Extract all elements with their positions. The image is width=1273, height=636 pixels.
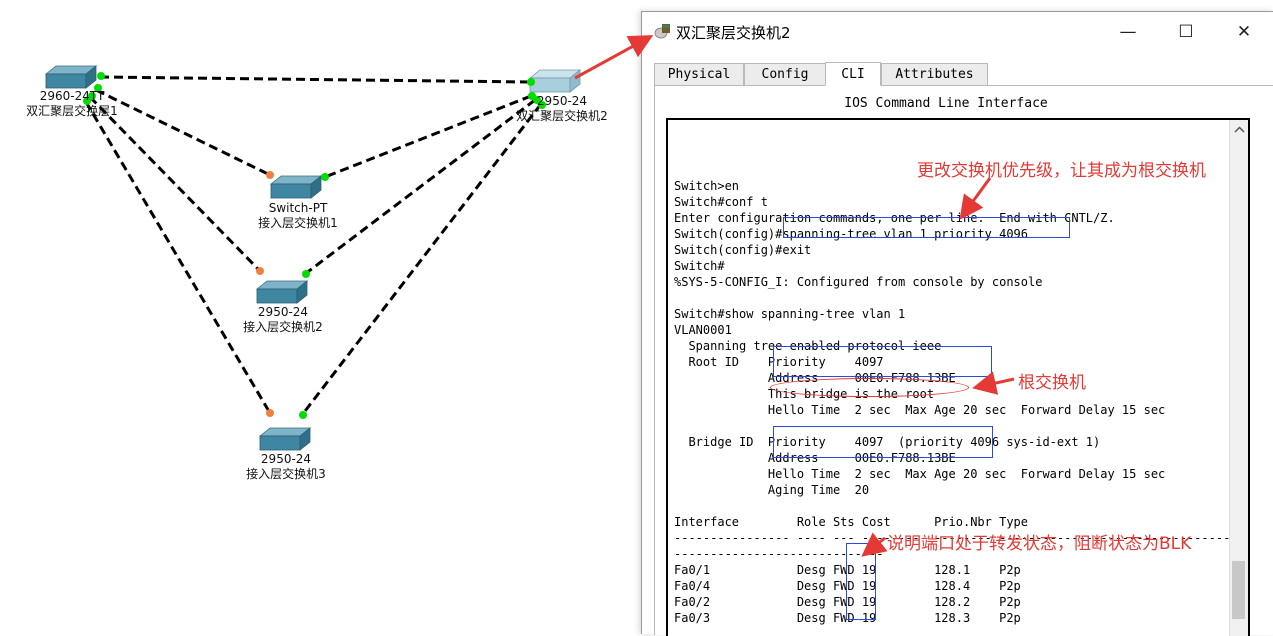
- link-up-dot: [299, 411, 307, 419]
- device-label-access2: 2950-24 接入层交换机2: [231, 305, 335, 335]
- device-model: Switch-PT: [268, 201, 328, 215]
- minimize-button[interactable]: —: [1099, 12, 1157, 52]
- device-label-agg1: 2960-24TT 双汇聚层交换层1: [20, 89, 124, 119]
- switch-icon[interactable]: [269, 175, 323, 199]
- device-name: 双汇聚层交换机2: [516, 109, 608, 123]
- close-icon: ✕: [1236, 22, 1252, 42]
- device-label-access1: Switch-PT 接入层交换机1: [246, 201, 350, 231]
- window-title: 双汇聚层交换机2: [676, 24, 791, 42]
- device-name: 接入层交换机1: [258, 216, 338, 230]
- scroll-thumb[interactable]: [1232, 561, 1245, 619]
- switch-icon[interactable]: [44, 65, 98, 89]
- link-blocking-dot: [266, 409, 274, 417]
- cli-line: Fa0/4 Desg FWD 19 128.4 P2p: [674, 579, 1021, 593]
- cli-line: Root ID Priority 4097: [674, 355, 884, 369]
- highlight-priority-command: [783, 217, 1070, 238]
- device-label-access3: 2950-24 接入层交换机3: [234, 452, 338, 482]
- link-up-dot: [94, 84, 102, 92]
- switch-icon[interactable]: [255, 280, 309, 304]
- switch-icon[interactable]: [528, 69, 582, 93]
- link-up-dot: [83, 97, 91, 105]
- cli-scrollbar[interactable]: [1229, 120, 1248, 636]
- tab-config[interactable]: Config: [744, 63, 826, 86]
- cli-line: Aging Time 20: [674, 483, 870, 497]
- highlight-bridge-id: [773, 426, 993, 458]
- network-topology-canvas[interactable]: [0, 0, 645, 633]
- scroll-up-icon[interactable]: [1230, 120, 1248, 138]
- highlight-root-id: [773, 346, 992, 377]
- device-model: 2950-24: [260, 452, 312, 466]
- minimize-icon: —: [1119, 22, 1137, 42]
- tab-label: CLI: [841, 66, 865, 82]
- link-up-dot: [533, 96, 541, 104]
- tab-label: Config: [761, 67, 809, 82]
- link-up-dot: [538, 101, 546, 109]
- link-blocking-dot: [266, 171, 274, 179]
- maximize-button[interactable]: ☐: [1157, 12, 1215, 52]
- highlight-port-status: [846, 543, 876, 620]
- cli-line: Fa0/1 Desg FWD 19 128.1 P2p: [674, 563, 1021, 577]
- cli-line: [674, 498, 1230, 514]
- cli-line: %SYS-5-CONFIG_I: Configured from console…: [674, 275, 1043, 289]
- window-titlebar[interactable]: 双汇聚层交换机2 — ☐ ✕: [642, 12, 1273, 52]
- link-up-dot: [321, 173, 329, 181]
- cli-line: Hello Time 2 sec Max Age 20 sec Forward …: [674, 403, 1166, 417]
- device-model: 2960-24TT: [39, 89, 105, 103]
- link-blocking-dot: [256, 267, 264, 275]
- link-up-dot: [527, 78, 535, 86]
- cli-line: Hello Time 2 sec Max Age 20 sec Forward …: [674, 467, 1166, 481]
- cli-line: Switch(config)#exit: [674, 243, 812, 257]
- device-model: 2950-24: [536, 94, 588, 108]
- link-agg1-agg2: [99, 75, 531, 84]
- cli-line: Switch#: [674, 259, 725, 273]
- tab-physical[interactable]: Physical: [654, 63, 744, 86]
- link-agg2-access1: [324, 94, 532, 179]
- cli-panel-title: IOS Command Line Interface: [844, 96, 1048, 111]
- cli-line: VLAN0001: [674, 323, 732, 337]
- close-button[interactable]: ✕: [1215, 12, 1273, 52]
- cli-line: Interface Role Sts Cost Prio.Nbr Type: [674, 515, 1029, 529]
- cli-line: Switch#show spanning-tree vlan 1: [674, 307, 906, 321]
- link-agg1-access3: [84, 101, 272, 414]
- annotation-change-priority: 更改交换机优先级，让其成为根交换机: [917, 161, 1206, 181]
- tab-label: Attributes: [895, 67, 974, 82]
- tab-label: Physical: [667, 67, 731, 82]
- cli-line: Address 00E0.F788.13BE: [674, 451, 956, 465]
- cli-line: Bridge ID Priority 4097 (priority 4096 s…: [674, 435, 1101, 449]
- tab-cli[interactable]: CLI: [825, 62, 881, 86]
- cli-line: Fa0/3 Desg FWD 19 128.3 P2p: [674, 611, 1021, 625]
- link-up-dot: [88, 92, 96, 100]
- device-label-agg2: 2950-24 双汇聚层交换机2: [510, 94, 614, 124]
- link-agg2-access3: [300, 103, 543, 416]
- device-name: 接入层交换机2: [243, 320, 323, 334]
- device-name: 双汇聚层交换层1: [26, 104, 118, 118]
- link-status-dots: [83, 72, 546, 419]
- cli-line: -----------------------------: [674, 547, 884, 561]
- link-agg2-access2: [304, 98, 536, 276]
- annotation-port-state: 说明端口处于转发状态，阻断状态为BLK: [887, 534, 1192, 554]
- cli-line: Fa0/2 Desg FWD 19 128.2 P2p: [674, 595, 1021, 609]
- link-lines: [84, 75, 543, 416]
- highlight-root-bridge: [770, 378, 969, 397]
- link-up-dot: [302, 270, 310, 278]
- cli-line: Switch>en: [674, 179, 740, 193]
- tab-attributes[interactable]: Attributes: [881, 63, 988, 86]
- link-agg1-access1: [95, 88, 271, 177]
- device-model: 2950-24: [257, 305, 309, 319]
- maximize-icon: ☐: [1178, 22, 1194, 42]
- link-up-dot: [97, 72, 105, 80]
- device-name: 接入层交换机3: [246, 467, 326, 481]
- cli-line: Switch#conf t: [674, 195, 768, 209]
- cli-line: Enter configuration commands, one per li…: [674, 211, 1115, 225]
- link-agg1-access2: [88, 95, 262, 273]
- cli-line: [674, 290, 1230, 306]
- switch-icon[interactable]: [258, 427, 312, 451]
- packet-tracer-app-icon: [654, 24, 670, 39]
- annotation-root-switch: 根交换机: [1018, 373, 1086, 393]
